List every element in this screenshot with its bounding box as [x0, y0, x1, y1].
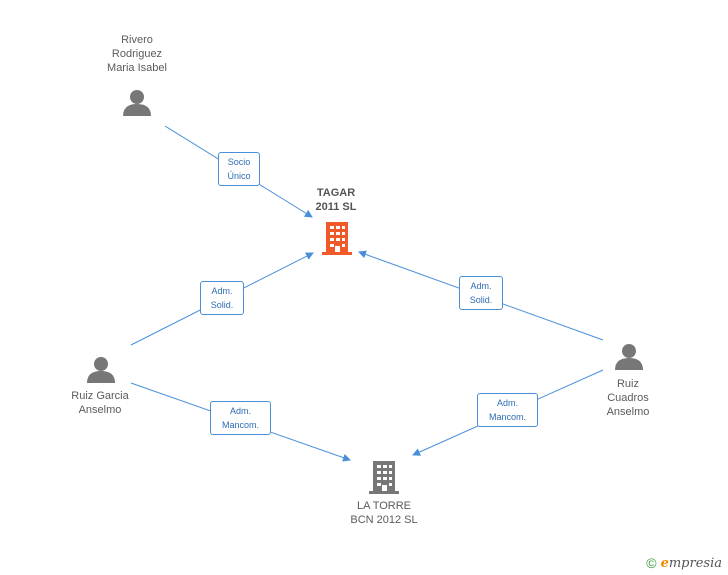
empresia-credit[interactable]: © empresia	[646, 555, 722, 571]
company-icon-tagar[interactable]	[322, 222, 352, 255]
node-label-ruiz-garcia[interactable]: Ruiz Garcia Anselmo	[71, 390, 129, 416]
person-icon-rivero[interactable]	[123, 90, 151, 116]
edge-label-garcia-torre: Adm. Mancom.	[210, 401, 271, 435]
node-label-la-torre[interactable]: LA TORRE BCN 2012 SL	[350, 500, 418, 526]
edge-label-garcia-tagar: Adm. Solid.	[200, 281, 244, 315]
company-icon-la-torre[interactable]	[369, 461, 399, 494]
edge-label-socio-unico: Socio Único	[218, 152, 260, 186]
person-icon-ruiz-cuadros[interactable]	[615, 344, 643, 370]
edge-label-cuadros-tagar: Adm. Solid.	[459, 276, 503, 310]
edge-label-cuadros-torre: Adm. Mancom.	[477, 393, 538, 427]
node-label-ruiz-cuadros[interactable]: Ruiz Cuadros Anselmo	[606, 378, 650, 418]
person-icon-ruiz-garcia[interactable]	[87, 357, 115, 383]
copyright-icon: ©	[646, 555, 657, 571]
node-label-rivero[interactable]: Rivero Rodriguez Maria Isabel	[107, 34, 167, 74]
node-label-tagar[interactable]: TAGAR 2011 SL	[315, 187, 357, 213]
empresia-logo: empresia	[660, 555, 722, 571]
